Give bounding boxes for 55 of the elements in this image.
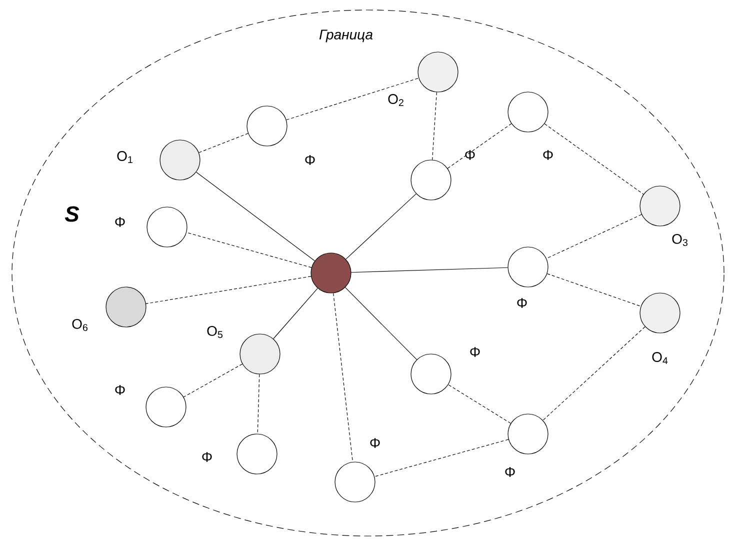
- object-circle: [240, 334, 280, 374]
- center-circle: [310, 252, 352, 294]
- connector-line: [448, 384, 512, 424]
- node-label: Φ: [115, 217, 125, 227]
- connector-line: [146, 276, 312, 304]
- connector-line: [346, 194, 416, 260]
- node-label: O$_{5}$: [207, 326, 222, 338]
- connector-line: [344, 287, 418, 360]
- circle: [508, 246, 548, 288]
- node-label: Φ: [202, 452, 212, 462]
- connector-line: [432, 92, 437, 160]
- connector-line: [286, 78, 419, 120]
- connector-line: [186, 232, 312, 268]
- node-label: Φ: [305, 155, 315, 165]
- node-label: O$_{2}$: [388, 94, 404, 106]
- object-circle: [640, 186, 680, 226]
- circle: [508, 414, 548, 454]
- connector-line: [374, 439, 509, 477]
- node-label: O$_{1}$: [117, 151, 132, 163]
- object-circle: [160, 140, 200, 180]
- circle: [410, 160, 452, 200]
- node-label: Φ: [470, 347, 480, 357]
- connector-line: [544, 123, 644, 195]
- connector-line: [198, 133, 248, 153]
- boundary-label: Граница: [319, 30, 373, 42]
- node-label: Φ: [115, 385, 125, 395]
- circle: [146, 206, 188, 248]
- circle: [246, 106, 288, 146]
- circle: [334, 462, 376, 502]
- circle: [410, 354, 452, 394]
- node-label: O$_{3}$: [672, 234, 688, 246]
- set-label: S: [64, 206, 80, 222]
- circle: [146, 386, 186, 428]
- connector-line: [546, 214, 642, 259]
- connector-line: [542, 326, 646, 421]
- object-circle: [640, 292, 680, 334]
- connector-line: [351, 267, 508, 273]
- connector-line: [257, 374, 260, 434]
- connector-line: [196, 172, 316, 262]
- node-label: Φ: [505, 467, 515, 477]
- node-label: Φ: [370, 438, 380, 448]
- object-circle: [418, 52, 458, 92]
- node-label: O$_{6}$: [72, 318, 88, 332]
- circle: [508, 92, 548, 132]
- connector-line: [546, 273, 642, 307]
- node-label: Φ: [543, 150, 553, 160]
- object-circle: [106, 286, 146, 328]
- connector-line: [447, 123, 512, 169]
- node-label: Φ: [517, 298, 527, 308]
- connector-line: [273, 288, 318, 340]
- circle: [236, 434, 278, 474]
- connector-line: [333, 292, 353, 462]
- connector-line: [183, 364, 243, 398]
- node-label: Φ: [465, 150, 475, 160]
- node-label: O$_{4}$: [652, 352, 668, 364]
